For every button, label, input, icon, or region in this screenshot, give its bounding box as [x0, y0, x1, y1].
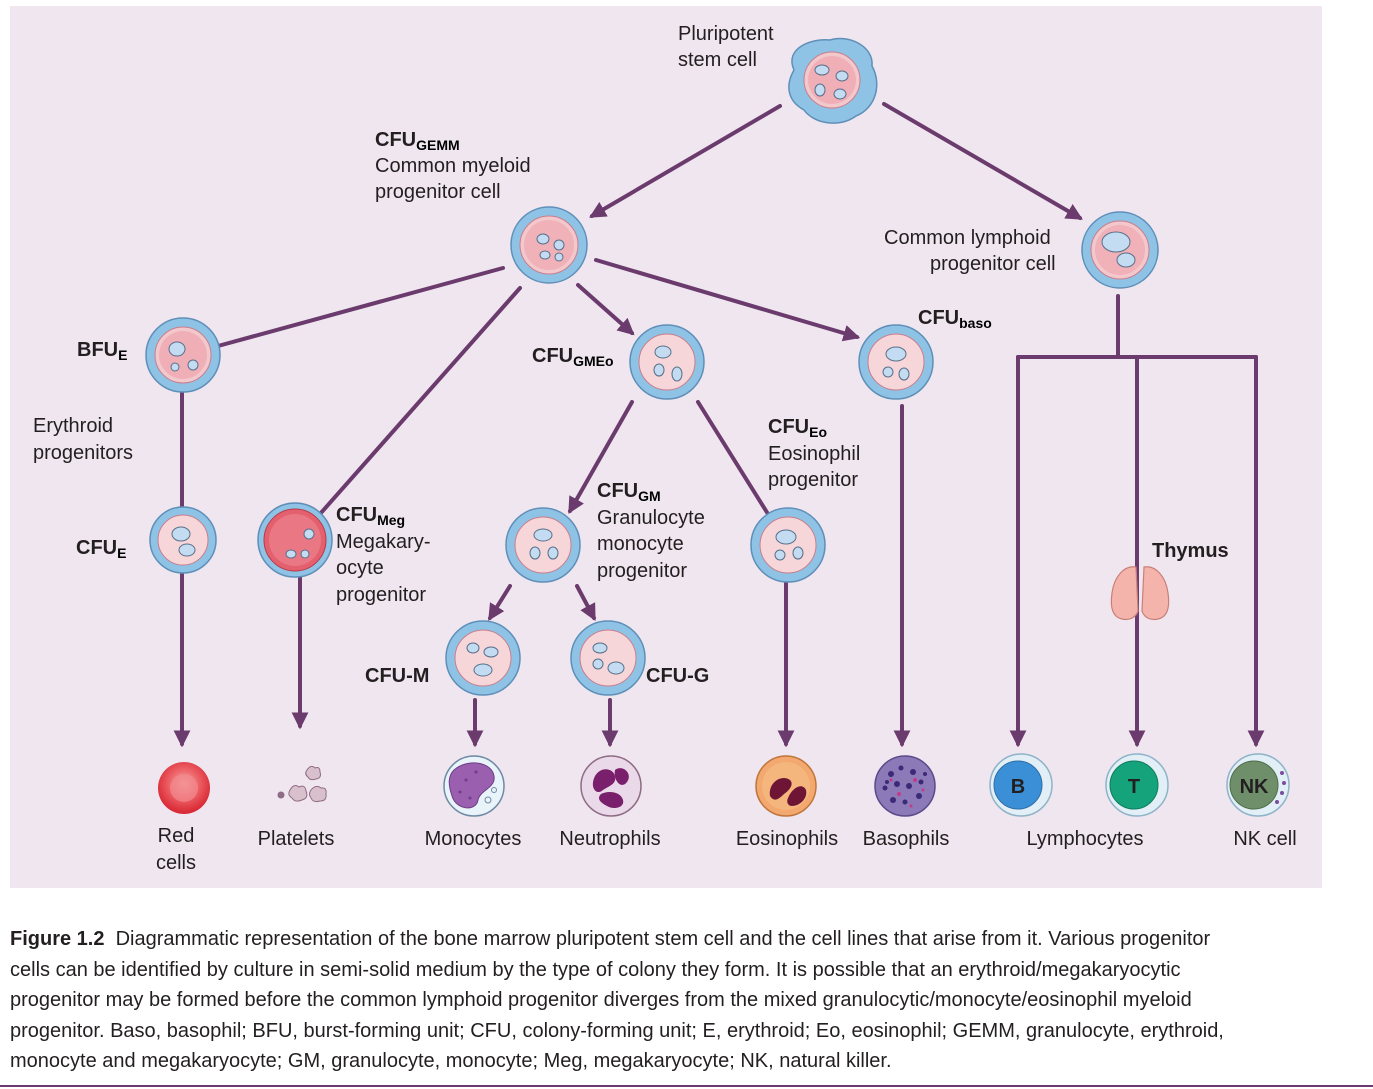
arrow-myeloid-to-gmeo: [576, 283, 635, 336]
thymus-icon: [1110, 566, 1170, 621]
arrow-gm-to-cfum: [488, 584, 512, 621]
arrow-gm-to-cfug: [575, 584, 596, 621]
thymus-label: Thymus: [1152, 540, 1229, 562]
line-gmeo-to-eo: [696, 400, 770, 516]
pluripotent-label-line1: Pluripotent: [678, 23, 774, 45]
caption-line-2: cells can be identified by culture in se…: [10, 958, 1181, 981]
cfu-gemm-sub: GEMM: [416, 137, 460, 153]
cfu-baso-sub: baso: [959, 315, 992, 331]
common-myeloid-progenitor-cell: [510, 206, 588, 284]
red-cell-icon: [158, 762, 210, 814]
caption-line-3: progenitor may be formed before the comm…: [10, 989, 1192, 1011]
cell-lineage-diagram: B T NK Pluripotent stem cell CFUGEMM Com…: [33, 23, 1297, 874]
neutrophils-label: Neutrophils: [559, 828, 660, 850]
cfu-meg-main: CFU: [336, 504, 377, 526]
myeloid-label-line2: Common myeloid: [375, 155, 531, 177]
cfubaso-cell: [858, 324, 934, 400]
cfu-baso-label: CFUbaso: [918, 307, 992, 331]
cfu-gm-label: CFUGM: [597, 480, 661, 504]
bfue-main: BFU: [77, 339, 118, 361]
basophil-icon: [874, 755, 936, 817]
lymphoid-label-line1: Common lymphoid: [884, 227, 1051, 249]
cfu-gmeo-sub: GMEo: [573, 353, 613, 369]
t-cell-letter: T: [1128, 776, 1140, 798]
cfug-cell: [570, 620, 646, 696]
arrow-stem-to-lymphoid: [882, 102, 1083, 220]
nk-cell-label: NK cell: [1233, 828, 1296, 850]
bottom-rule: [0, 1085, 1373, 1087]
cfue-main: CFU: [76, 537, 117, 559]
cfu-meg-sub: Meg: [377, 512, 405, 528]
diagram-panel: [10, 6, 1322, 888]
eosinophil-icon: [755, 755, 817, 817]
nk-cell-icon: NK: [1226, 753, 1290, 817]
megakaryocyte-label-line2: Megakary-: [336, 531, 430, 553]
granulocyte-monocyte-line2: Granulocyte: [597, 507, 705, 529]
cfu-gemm-label: CFUGEMM: [375, 129, 460, 153]
caption-line-4: progenitor. Baso, basophil; BFU, burst-f…: [10, 1019, 1224, 1042]
bfue-label: BFUE: [77, 339, 127, 363]
cfu-gm-main: CFU: [597, 480, 638, 502]
granulocyte-monocyte-line4: progenitor: [597, 560, 687, 582]
nk-cell-letter: NK: [1240, 776, 1269, 798]
pluripotent-label-line2: stem cell: [678, 49, 757, 71]
monocyte-icon: [443, 755, 505, 817]
monocytes-label: Monocytes: [425, 828, 522, 850]
caption-line-5: monocyte and megakaryocyte; GM, granuloc…: [10, 1050, 892, 1072]
common-lymphoid-progenitor-cell: [1081, 211, 1159, 289]
cfue-cell: [149, 506, 217, 574]
cfueo-cell: [750, 507, 826, 583]
arrow-myeloid-to-baso: [594, 258, 861, 342]
line-myeloid-to-bfue: [216, 266, 505, 348]
bfue-sub: E: [118, 347, 127, 363]
cfu-eo-main: CFU: [768, 416, 809, 438]
pluripotent-stem-cell: [788, 37, 878, 124]
cfugm-cell: [505, 507, 581, 583]
cfu-meg-label: CFUMeg: [336, 504, 405, 528]
cfugmeo-cell: [629, 324, 705, 400]
megakaryocyte-label-line3: ocyte: [336, 557, 384, 579]
cfu-gmeo-main: CFU: [532, 345, 573, 367]
line-myeloid-to-meg: [318, 286, 522, 516]
cfu-gm-sub: GM: [638, 488, 661, 504]
basophils-label: Basophils: [863, 828, 950, 850]
t-lymphocyte-icon: T: [1105, 753, 1169, 817]
platelets-icon: [277, 765, 327, 803]
bfue-cell: [145, 317, 221, 393]
cfu-m-label: CFU-M: [365, 665, 429, 687]
figure-caption: Figure 1.2 Diagrammatic representation o…: [10, 924, 1360, 1077]
arrow-gmeo-to-gm: [568, 400, 634, 514]
red-cells-label-line1: Red: [158, 825, 195, 847]
cfu-g-label: CFU-G: [646, 665, 709, 687]
myeloid-label-line3: progenitor cell: [375, 181, 501, 203]
lymphoid-label-line2: progenitor cell: [930, 253, 1056, 275]
b-lymphocyte-icon: B: [989, 753, 1053, 817]
figure-label: Figure 1.2: [10, 928, 105, 950]
eosinophils-label: Eosinophils: [736, 828, 838, 850]
cfum-cell: [445, 620, 521, 696]
caption-text-1: Diagrammatic representation of the bone …: [115, 928, 1211, 950]
cfue-sub: E: [117, 545, 126, 561]
cfue-label: CFUE: [76, 537, 126, 561]
b-cell-letter: B: [1011, 776, 1025, 798]
arrow-stem-to-myeloid: [589, 104, 782, 218]
cfu-gemm-main: CFU: [375, 129, 416, 151]
erythroid-label-line2: progenitors: [33, 442, 133, 464]
cfu-gmeo-label: CFUGMEo: [532, 345, 614, 369]
eosinophil-progenitor-line3: progenitor: [768, 469, 858, 491]
eosinophil-progenitor-line2: Eosinophil: [768, 443, 860, 465]
neutrophil-icon: [580, 755, 642, 817]
cfu-eo-sub: Eo: [809, 424, 827, 440]
platelets-label: Platelets: [258, 828, 335, 850]
megakaryocyte-label-line4: progenitor: [336, 584, 426, 606]
cfu-eo-label: CFUEo: [768, 416, 827, 440]
caption-line-1: Figure 1.2 Diagrammatic representation o…: [10, 924, 1360, 955]
erythroid-label-line1: Erythroid: [33, 415, 113, 437]
cfumeg-cell: [257, 502, 333, 578]
cfu-baso-main: CFU: [918, 307, 959, 329]
red-cells-label-line2: cells: [156, 852, 196, 874]
granulocyte-monocyte-line3: monocyte: [597, 533, 684, 555]
lymphocytes-label: Lymphocytes: [1026, 828, 1143, 850]
